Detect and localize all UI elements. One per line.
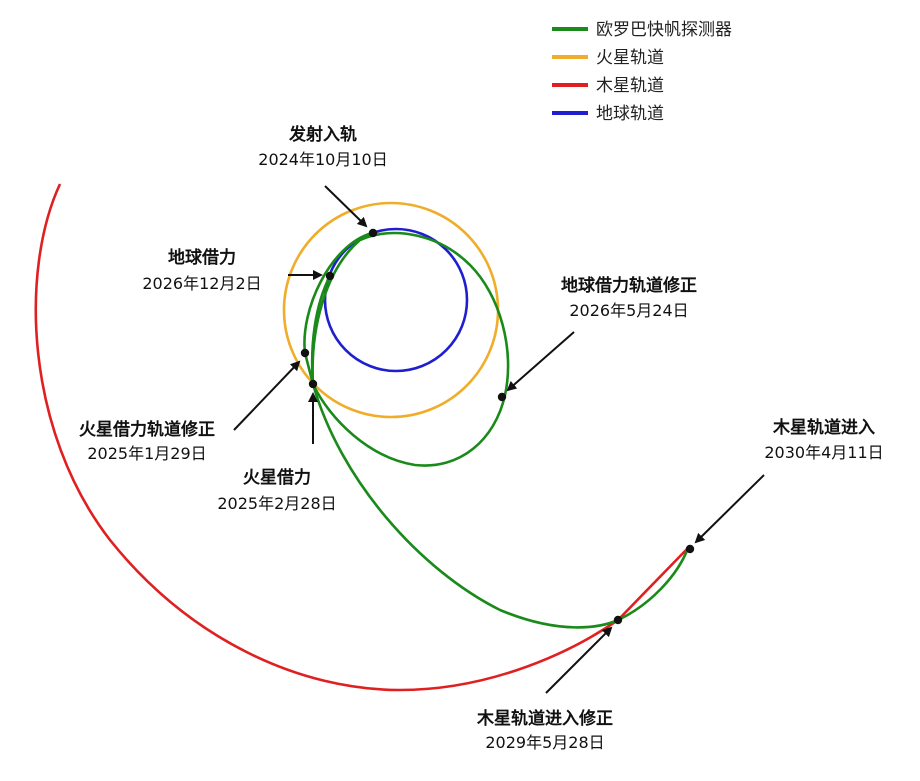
label-earth-assist-tcm-date: 2026年5月24日 — [569, 301, 688, 320]
trajectory-to-jupiter — [311, 383, 690, 629]
label-jupiter-orbit-insertion-title: 木星轨道进入 — [772, 417, 875, 438]
event-dot-jupiter-insertion-tcm — [613, 615, 623, 625]
event-dot-mars-assist — [308, 379, 318, 389]
label-mars-assist: 火星借力 2025年2月28日 — [217, 467, 336, 513]
legend-label-jupiter-orbit: 木星轨道 — [596, 76, 664, 96]
label-launch: 发射入轨 2024年10月10日 — [258, 124, 387, 169]
label-mars-assist-tcm: 火星借力轨道修正 2025年1月29日 — [79, 419, 215, 463]
label-jupiter-insertion-tcm: 木星轨道进入修正 2029年5月28日 — [476, 708, 613, 752]
earth-orbit — [323, 227, 469, 373]
label-earth-assist: 地球借力 2026年12月2日 — [142, 247, 261, 293]
trajectory-inner-loop — [311, 231, 510, 467]
legend-label-spacecraft: 欧罗巴快帆探测器 — [596, 20, 732, 40]
legend: 欧罗巴快帆探测器 火星轨道 木星轨道 地球轨道 — [552, 20, 732, 124]
arrow-earth-assist-tcm — [506, 331, 575, 392]
label-mars-assist-tcm-title: 火星借力轨道修正 — [79, 419, 215, 440]
label-mars-assist-tcm-date: 2025年1月29日 — [87, 444, 206, 463]
trajectory-launch-to-mars — [303, 231, 373, 385]
event-dot-launch — [368, 228, 378, 238]
label-jupiter-orbit-insertion-date: 2030年4月11日 — [764, 443, 883, 462]
label-earth-assist-tcm-title: 地球借力轨道修正 — [561, 275, 697, 296]
legend-label-earth-orbit: 地球轨道 — [596, 104, 664, 124]
label-jupiter-insertion-tcm-date: 2029年5月28日 — [485, 733, 604, 752]
label-launch-title: 发射入轨 — [288, 124, 357, 145]
label-mars-assist-title: 火星借力 — [243, 467, 311, 488]
label-jupiter-orbit-insertion: 木星轨道进入 2030年4月11日 — [764, 417, 883, 462]
label-jupiter-insertion-tcm-title: 木星轨道进入修正 — [476, 708, 613, 729]
event-dot-earth-assist — [325, 271, 335, 281]
event-dot-earth-assist-tcm — [497, 392, 507, 402]
label-earth-assist-date: 2026年12月2日 — [142, 274, 261, 293]
event-dot-jupiter-orbit-insertion — [685, 544, 695, 554]
trajectory-return-to-earth — [310, 275, 332, 385]
arrow-launch — [324, 185, 368, 228]
label-earth-assist-tcm: 地球借力轨道修正 2026年5月24日 — [561, 275, 697, 320]
legend-label-mars-orbit: 火星轨道 — [596, 48, 664, 68]
arrow-jupiter-orbit-insertion — [694, 474, 765, 544]
event-dot-mars-assist-tcm — [300, 348, 310, 358]
arrow-jupiter-insertion-tcm — [545, 626, 613, 694]
spacecraft-trajectory — [303, 231, 690, 629]
arrow-mars-assist-tcm — [233, 360, 301, 431]
label-mars-assist-date: 2025年2月28日 — [217, 494, 336, 513]
jupiter-orbit — [34, 183, 689, 692]
label-earth-assist-title: 地球借力 — [168, 247, 236, 268]
label-launch-date: 2024年10月10日 — [258, 150, 387, 169]
